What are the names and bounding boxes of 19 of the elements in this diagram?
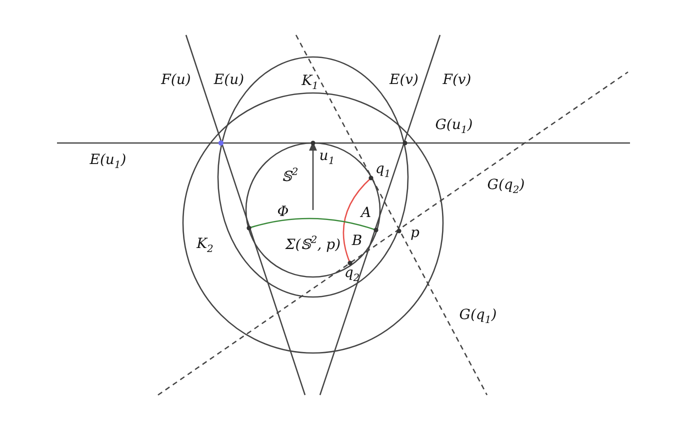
math-label: G(u$_{1}$) — [435, 118, 473, 136]
math-label: E(u) — [214, 73, 244, 87]
math-label: 𝕊$^{2}$ — [282, 168, 298, 184]
math-label: u$_{1}$ — [319, 149, 335, 167]
math-label: K$_{2}$ — [196, 237, 214, 255]
math-label: q$_{2}$ — [344, 266, 360, 284]
math-label: F(v) — [442, 73, 472, 87]
math-label: K$_{1}$ — [302, 74, 318, 92]
math-label: q$_{1}$ — [375, 162, 391, 180]
math-label: E(u$_{1}$) — [90, 153, 126, 171]
math-label: Φ — [277, 205, 289, 219]
math-label: G(q$_{1}$) — [459, 308, 497, 326]
math-label: B — [352, 234, 362, 248]
math-label: A — [360, 206, 372, 220]
math-label: E(v) — [389, 73, 419, 87]
math-label: p — [410, 226, 420, 240]
math-label: G(q$_{2}$) — [487, 178, 525, 196]
math-label: Σ(𝕊$^{2}$, p) — [285, 236, 341, 252]
math-label: F(u) — [161, 73, 191, 87]
